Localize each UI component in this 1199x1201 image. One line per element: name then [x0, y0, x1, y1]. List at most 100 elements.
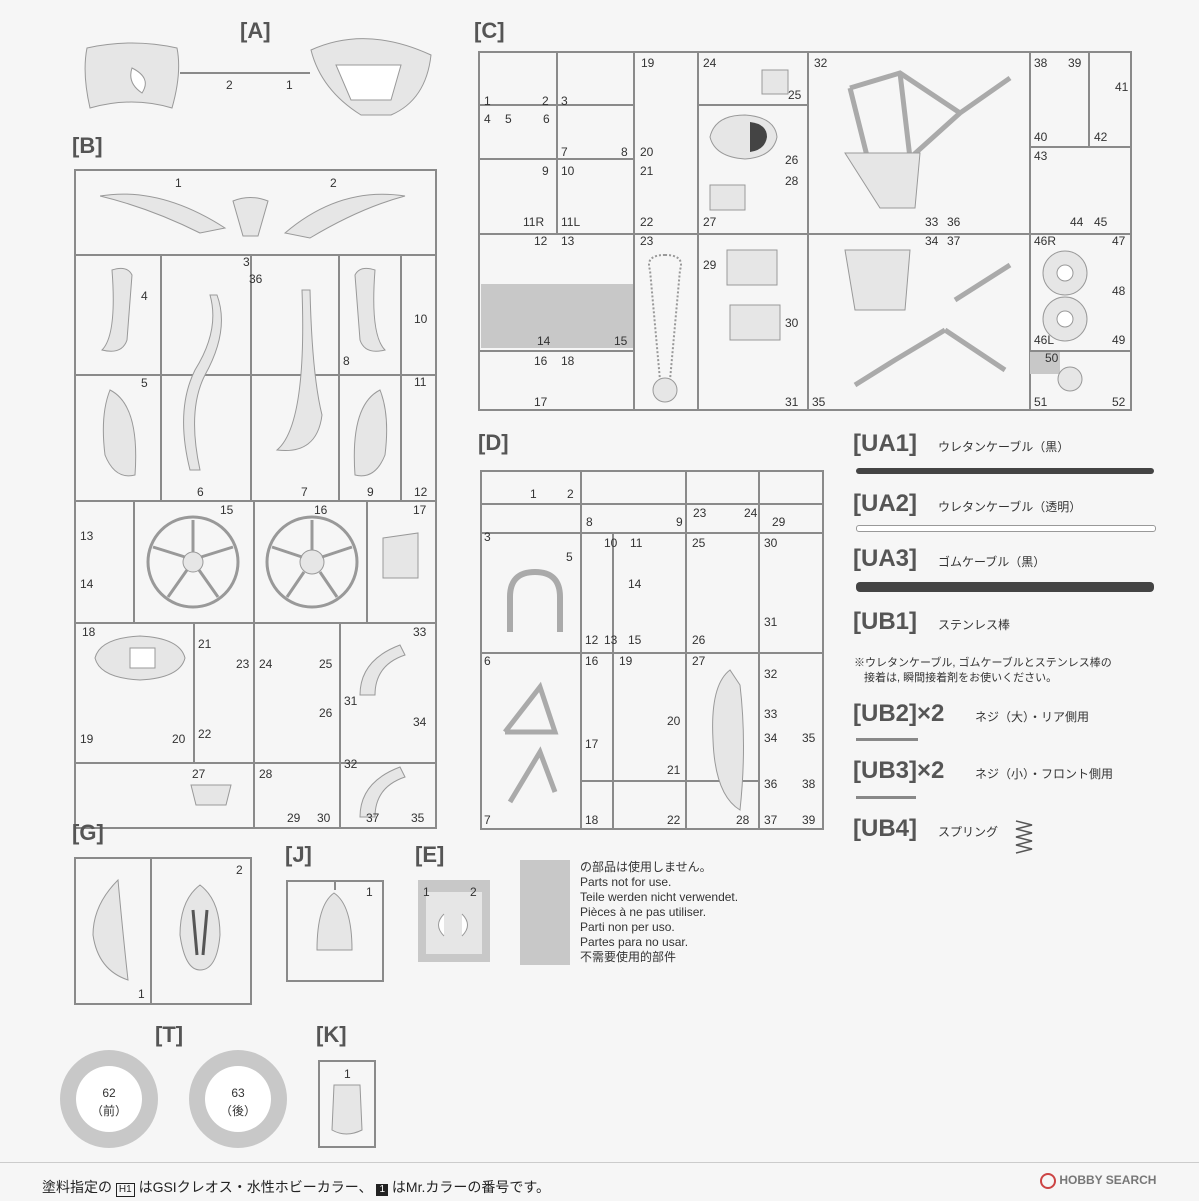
part-b-2-num: 2: [330, 176, 337, 190]
part-b-11-num: 11: [414, 375, 427, 389]
runner-b-v9: [253, 622, 255, 829]
runner-d-v3: [758, 470, 760, 830]
part-d-11-num: 11: [630, 536, 643, 550]
runner-b-v8: [193, 622, 195, 762]
part-d-swingarm-6: [495, 672, 575, 812]
part-c-17-num: 17: [534, 395, 548, 409]
part-d-17-num: 17: [585, 737, 599, 751]
part-d-3-num: 3: [484, 530, 491, 544]
part-e-lens-left: [430, 912, 450, 938]
part-d-10-num: 10: [604, 536, 618, 550]
part-d-19-num: 19: [619, 654, 633, 668]
part-c-41-num: 41: [1115, 80, 1129, 94]
part-b-side-panel-right: [345, 385, 390, 485]
part-d-9-num: 9: [676, 515, 683, 529]
runner-c-h1: [478, 104, 633, 106]
footer: 塗料指定の H1 はGSIクレオス・水性ホビーカラー、 1 はMr.カラーの番号…: [0, 1162, 1199, 1201]
paint-note-mid: はGSIクレオス・水性ホビーカラー、: [138, 1179, 373, 1195]
part-c-fuel-tank-cover: [705, 112, 780, 162]
runner-c-v4: [807, 51, 809, 411]
tire-front-num: 62: [102, 1086, 116, 1100]
accessory-ub3-code: [UB3]×2: [853, 757, 945, 784]
part-c-21-num: 21: [640, 164, 654, 178]
part-d-37-num: 37: [764, 813, 778, 827]
runner-d-v1: [580, 470, 582, 830]
runner-d-v5: [685, 652, 687, 830]
part-d-2-num: 2: [567, 487, 574, 501]
runner-c-v3: [697, 51, 699, 411]
part-b-fuel-tank: [90, 633, 190, 683]
runner-d-v4: [612, 532, 614, 830]
section-a-label: [A]: [240, 18, 271, 43]
part-c-engine-27: [705, 180, 750, 215]
part-c-12-num: 12: [534, 234, 548, 248]
part-c-18-num: 18: [561, 354, 575, 368]
runner-b-v4: [250, 254, 252, 500]
part-k-meter-cover: [326, 1080, 368, 1140]
part-b-23-num: 23: [236, 657, 250, 671]
cable-ua3-rubber: [856, 582, 1154, 592]
runner-c-v1: [556, 51, 558, 233]
runner-c-v6: [1088, 51, 1090, 146]
section-e-label: [E]: [415, 842, 445, 867]
part-c-frame-upper: [840, 58, 1020, 218]
section-g-label: [G]: [72, 820, 104, 845]
runner-b-v1: [160, 254, 162, 500]
note-es: Partes para no usar.: [580, 935, 689, 949]
part-c-26-num: 26: [785, 153, 799, 167]
accessory-ua3-code: [UA3]: [853, 545, 917, 572]
part-c-27-num: 27: [703, 215, 717, 229]
part-b-4-num: 4: [141, 289, 148, 303]
part-d-38-num: 38: [802, 777, 816, 791]
sprue-e-inner: [426, 892, 482, 954]
part-b-side-fairing-right: [280, 188, 410, 248]
tire-rear-label: （後）: [219, 1104, 256, 1118]
accessory-ub4-desc: スプリング: [938, 825, 999, 839]
runner-c-h2: [478, 158, 633, 160]
part-b-18-num: 18: [82, 625, 96, 639]
part-c-19-num: 19: [641, 56, 655, 70]
part-g-side-cover: [88, 875, 133, 985]
part-c-40-num: 40: [1034, 130, 1048, 144]
part-d-34-num: 34: [764, 731, 778, 745]
runner-d-h4: [580, 780, 760, 782]
part-b-28-num: 28: [259, 767, 273, 781]
part-d-23-num: 23: [693, 506, 707, 520]
part-b-20-num: 20: [172, 732, 186, 746]
part-b-27-bracket: [186, 780, 236, 810]
paint-note-pre: 塗料指定の: [42, 1179, 112, 1195]
part-c-16-num: 16: [534, 354, 548, 368]
accessory-note-line1: ※ウレタンケーブル, ゴムケーブルとステンレス棒の: [854, 657, 1112, 669]
tire-rear-num: 63: [231, 1086, 245, 1100]
cable-ua1-black: [856, 468, 1154, 474]
part-d-13-num: 13: [604, 633, 618, 647]
runner-d-h1: [480, 503, 824, 505]
part-d-21-num: 21: [667, 763, 681, 777]
runner-c-h7: [1029, 350, 1132, 352]
runner-b-h3: [74, 500, 437, 502]
part-c-24-block: [760, 68, 790, 96]
part-b-35-num: 35: [411, 811, 425, 825]
sprue-c-frame: [478, 51, 1132, 411]
part-b-25-num: 25: [319, 657, 333, 671]
part-c-28-num: 28: [785, 174, 799, 188]
sprue-k-frame: [318, 1060, 376, 1148]
part-j-headlight-cover: [312, 890, 357, 955]
part-c-11r-num: 11R: [523, 215, 545, 229]
part-d-35-num: 35: [802, 731, 816, 745]
part-b-19-num: 19: [80, 732, 94, 746]
runner-b-v2: [338, 254, 340, 500]
part-k-1-num: 1: [344, 1067, 351, 1081]
part-c-50-unused: [1030, 352, 1060, 374]
part-c-chain: [640, 250, 690, 410]
tire-front-label: （前）: [90, 1104, 127, 1118]
part-g-1-num: 1: [138, 987, 145, 1001]
part-c-disc-46r: [1040, 248, 1090, 298]
part-b-10-num: 10: [414, 312, 428, 326]
accessory-note-line2: 接着は, 瞬間接着剤をお使いください。: [864, 672, 1058, 684]
part-c-disc-46l: [1040, 294, 1090, 344]
runner-d-v2: [685, 470, 687, 652]
screw-ub3: [856, 796, 916, 799]
part-d-36-num: 36: [764, 777, 778, 791]
part-b-side-fairing-left: [100, 188, 230, 238]
